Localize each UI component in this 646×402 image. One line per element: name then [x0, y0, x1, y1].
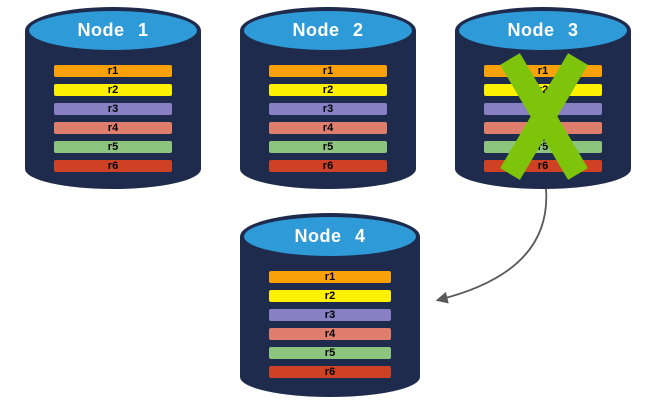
row-label: r4	[322, 121, 334, 134]
row-label: r6	[324, 365, 336, 378]
row-r3: r3	[53, 102, 173, 116]
row-label: r5	[324, 346, 336, 359]
row-label: r6	[322, 159, 334, 172]
row-r2: r2	[53, 83, 173, 97]
row-label: r1	[107, 64, 119, 77]
row-r5: r5	[268, 140, 388, 154]
node-4-cylinder-top	[240, 213, 420, 260]
row-r1: r1	[53, 64, 173, 78]
row-label: r1	[537, 64, 549, 77]
node-2-row-list: r1 r2 r3 r4 r5 r6	[268, 64, 388, 178]
row-r6: r6	[268, 159, 388, 173]
node-3-cylinder-top	[455, 7, 631, 54]
row-r5: r5	[268, 346, 392, 360]
row-label: r3	[107, 102, 119, 115]
row-r4: r4	[53, 121, 173, 135]
row-label: r5	[322, 140, 334, 153]
node-4-row-list: r1 r2 r3 r4 r5 r6	[268, 270, 392, 384]
row-label: r2	[324, 289, 336, 302]
row-label: r3	[324, 308, 336, 321]
node-3-title: Node 3	[507, 20, 579, 40]
row-label: r6	[107, 159, 119, 172]
row-label: r4	[324, 327, 336, 340]
node-4-title: Node 4	[294, 226, 366, 246]
row-r3: r3	[268, 308, 392, 322]
node-2-cylinder: Node 2 r1 r2 r3 r4 r5 r6	[240, 7, 416, 189]
row-label: r6	[537, 159, 549, 172]
row-label: r5	[107, 140, 119, 153]
row-label: r5	[537, 140, 549, 153]
node-1-cylinder-top	[25, 7, 201, 54]
row-label: r1	[324, 270, 336, 283]
row-r5: r5	[53, 140, 173, 154]
row-r4: r4	[268, 121, 388, 135]
row-label: r4	[107, 121, 119, 134]
node-1-title: Node 1	[77, 20, 149, 40]
node-1-cylinder: Node 1 r1 r2 r3 r4 r5 r6	[25, 7, 201, 189]
node-1-row-list: r1 r2 r3 r4 r5 r6	[53, 64, 173, 178]
row-label: r3	[322, 102, 334, 115]
row-r4: r4	[268, 327, 392, 341]
row-label: r1	[322, 64, 334, 77]
row-label: r2	[322, 83, 334, 96]
node-2-cylinder-top	[240, 7, 416, 54]
row-r6: r6	[53, 159, 173, 173]
row-r1: r1	[268, 270, 392, 284]
row-label: r2	[107, 83, 119, 96]
row-r3: r3	[268, 102, 388, 116]
node-2-title: Node 2	[292, 20, 364, 40]
row-r2: r2	[268, 83, 388, 97]
row-r6: r6	[268, 365, 392, 379]
row-r2: r2	[268, 289, 392, 303]
row-label: r2	[537, 83, 549, 96]
failure-x-icon	[500, 53, 588, 180]
node-4-cylinder: Node 4 r1 r2 r3 r4 r5 r6	[240, 213, 420, 397]
row-r1: r1	[268, 64, 388, 78]
